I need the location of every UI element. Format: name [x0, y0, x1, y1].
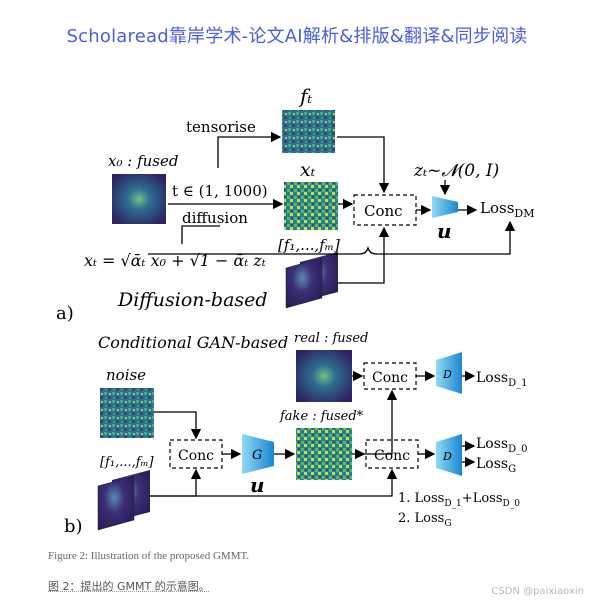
training-step-1: 1. LossD_1+LossD_0	[398, 491, 520, 509]
figure-caption: Figure 2: Illustration of the proposed G…	[48, 550, 250, 562]
watermark: CSDN @paixiaoxin	[491, 586, 584, 597]
real-label: real : fused	[294, 331, 368, 346]
conc-real-box	[363, 362, 417, 390]
noise-label: noise	[106, 366, 146, 384]
discriminator-1	[436, 352, 462, 394]
conc-label-a: Conc	[364, 202, 403, 220]
arrows-b	[150, 370, 476, 497]
training-step-2: 2. LossG	[398, 511, 452, 529]
banner-title: Scholaread靠岸学术-论文AI解析&排版&翻译&同步阅读	[66, 26, 528, 47]
loss-d1: LossD_1	[476, 370, 528, 389]
generator-label: G	[252, 448, 262, 463]
d1-label: D	[442, 368, 452, 381]
ft-image	[282, 110, 335, 153]
panel-a-label: a)	[56, 303, 74, 324]
figure-caption-cn: 图 2：提出的 GMMT 的示意图。	[48, 580, 210, 593]
loss-g: LossG	[476, 456, 516, 475]
noise-image	[100, 388, 154, 438]
d2-label: D	[442, 450, 452, 463]
fvec-label-a: [f₁,...,fₘ]	[278, 236, 340, 254]
panel-b-label: b)	[64, 516, 83, 537]
fake-label: fake : fused*	[279, 409, 364, 424]
fvec-label-b: [f₁,...,fₘ]	[100, 455, 155, 470]
noise-eq: zₜ~𝓝(0, I)	[413, 161, 499, 181]
loss-dm: LossDM	[480, 199, 534, 220]
unet-label-b: 𝒖	[250, 473, 265, 497]
ft-label: fₜ	[298, 84, 312, 108]
tensorise-label: tensorise	[186, 118, 256, 136]
x0-label: x₀ : fused	[108, 152, 178, 170]
arrows-a	[148, 131, 516, 284]
loss-d0: LossD_0	[476, 436, 528, 455]
conc-label-b: Conc	[178, 448, 214, 464]
t-range-label: t ∈ (1, 1000)	[172, 182, 268, 200]
panel-a-title: Diffusion-based	[117, 289, 268, 311]
conc-real-label: Conc	[372, 370, 408, 386]
xt-label: xₜ	[300, 159, 316, 181]
unet-label-a: 𝒖	[437, 219, 452, 243]
xt-image	[284, 182, 338, 230]
conc-fake-label: Conc	[374, 448, 410, 464]
x0-image	[112, 174, 166, 224]
panel-b-title: Conditional GAN-based	[98, 333, 288, 352]
unet-block-a	[432, 196, 458, 218]
fake-image	[296, 428, 352, 480]
modality-stack-b	[97, 470, 150, 531]
diffusion-label: diffusion	[182, 209, 248, 227]
modality-stack-a	[285, 252, 338, 309]
diffusion-formula: xₜ = √ᾱₜ x₀ + √1 − ᾱₜ zₜ	[84, 251, 266, 270]
real-image	[296, 350, 352, 402]
discriminator-2	[436, 434, 462, 476]
generator-block	[242, 434, 274, 474]
